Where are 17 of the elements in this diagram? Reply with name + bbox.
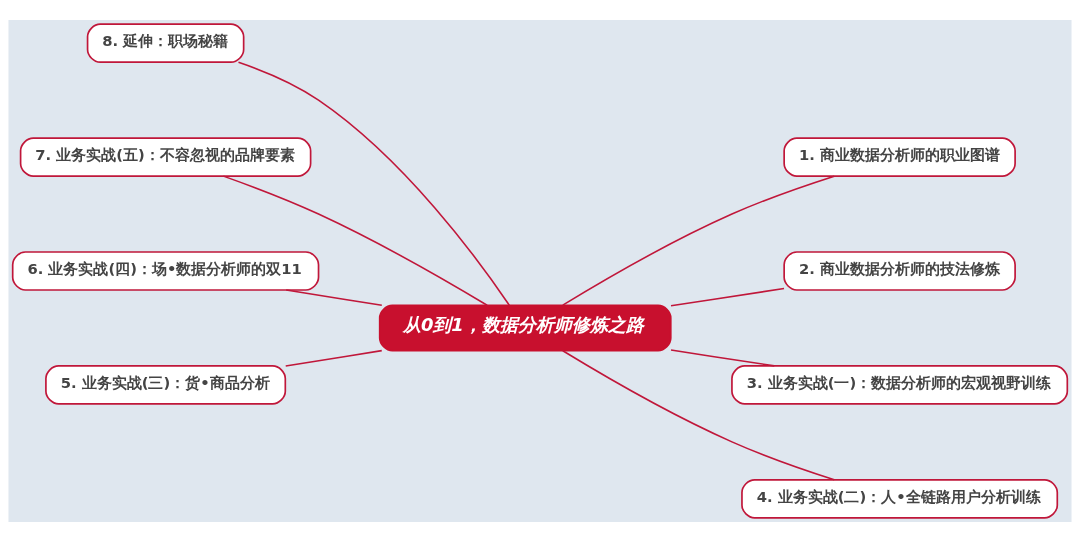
node-box: 1. 商业数据分析师的职业图谱 [783, 137, 1016, 177]
node-box: 从0到1，数据分析师修炼之路 [378, 304, 672, 352]
node-box: 5. 业务实战(三)：货•商品分析 [45, 365, 287, 405]
connector [670, 287, 785, 307]
node-box: 3. 业务实战(一)：数据分析师的宏观视野训练 [731, 365, 1069, 405]
node-box: 7. 业务实战(五)：不容忽视的品牌要素 [19, 137, 312, 177]
connector [670, 349, 776, 367]
node-box: 6. 业务实战(四)：场•数据分析师的双11 [11, 251, 320, 291]
connector [237, 61, 511, 307]
connector [562, 175, 836, 306]
connector [562, 349, 836, 481]
connector [284, 349, 383, 367]
node-box: 8. 延伸：职场秘籍 [86, 23, 245, 64]
node-box: 4. 业务实战(二)：人•全链路用户分析训练 [741, 478, 1059, 519]
connector [222, 175, 488, 307]
node-box: 2. 商业数据分析师的技法修炼 [783, 251, 1016, 291]
connector [285, 289, 383, 307]
